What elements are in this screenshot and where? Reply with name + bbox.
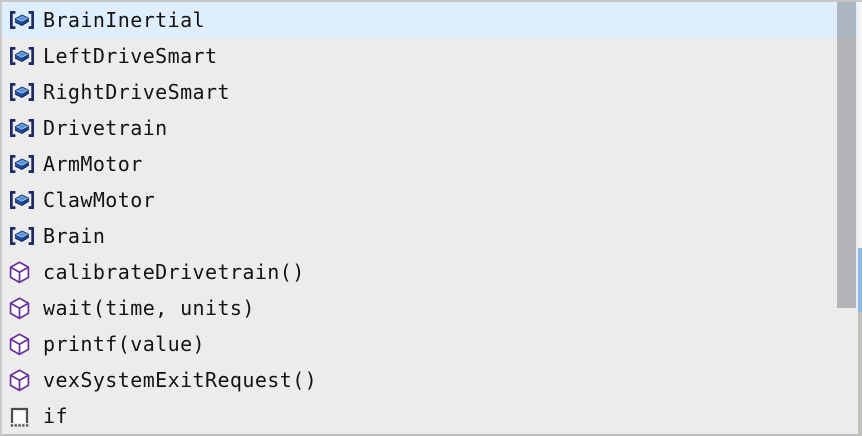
suggestion-label: wait(time, units) [43,296,255,320]
device-icon [9,154,40,174]
suggestion-label: vexSystemExitRequest() [43,368,318,392]
suggestion-row[interactable]: Drivetrain [2,110,858,146]
suggestion-row[interactable]: if [2,398,858,434]
suggestion-label: RightDriveSmart [43,80,230,104]
suggestion-row[interactable]: printf(value) [2,326,858,362]
suggestion-row[interactable]: vexSystemExitRequest() [2,362,858,398]
suggestion-row[interactable]: LeftDriveSmart [2,38,858,74]
suggestion-label: Brain [43,224,106,248]
function-cube-icon [9,368,40,392]
scrollbar-track[interactable] [837,2,857,434]
snippet-icon [9,406,40,427]
function-cube-icon [9,332,40,356]
suggestion-row[interactable]: wait(time, units) [2,290,858,326]
background-edge-gray [858,312,862,436]
background-edge-top [858,2,862,248]
function-cube-icon [9,296,40,320]
function-cube-icon [9,260,40,284]
suggestion-label: calibrateDrivetrain() [43,260,305,284]
suggestion-label: LeftDriveSmart [43,44,218,68]
device-icon [9,190,40,210]
device-icon [9,118,40,138]
suggestion-row[interactable]: calibrateDrivetrain() [2,254,858,290]
suggestion-label: printf(value) [43,332,205,356]
device-icon [9,82,40,102]
suggestion-label: Drivetrain [43,116,168,140]
suggestion-row[interactable]: BrainInertial [2,2,858,38]
suggestion-row[interactable]: Brain [2,218,858,254]
suggestion-row[interactable]: ArmMotor [2,146,858,182]
suggestion-label: ClawMotor [43,188,156,212]
suggestion-label: if [43,404,68,428]
suggestion-row[interactable]: RightDriveSmart [2,74,858,110]
suggestion-label: BrainInertial [43,8,205,32]
scrollbar-thumb[interactable] [837,2,856,308]
device-icon [9,226,40,246]
device-icon [9,46,40,66]
background-edge-border [858,0,862,2]
device-icon [9,10,40,30]
suggestion-label: ArmMotor [43,152,143,176]
suggestion-row[interactable]: ClawMotor [2,182,858,218]
background-edge-blue-strip [858,248,862,312]
